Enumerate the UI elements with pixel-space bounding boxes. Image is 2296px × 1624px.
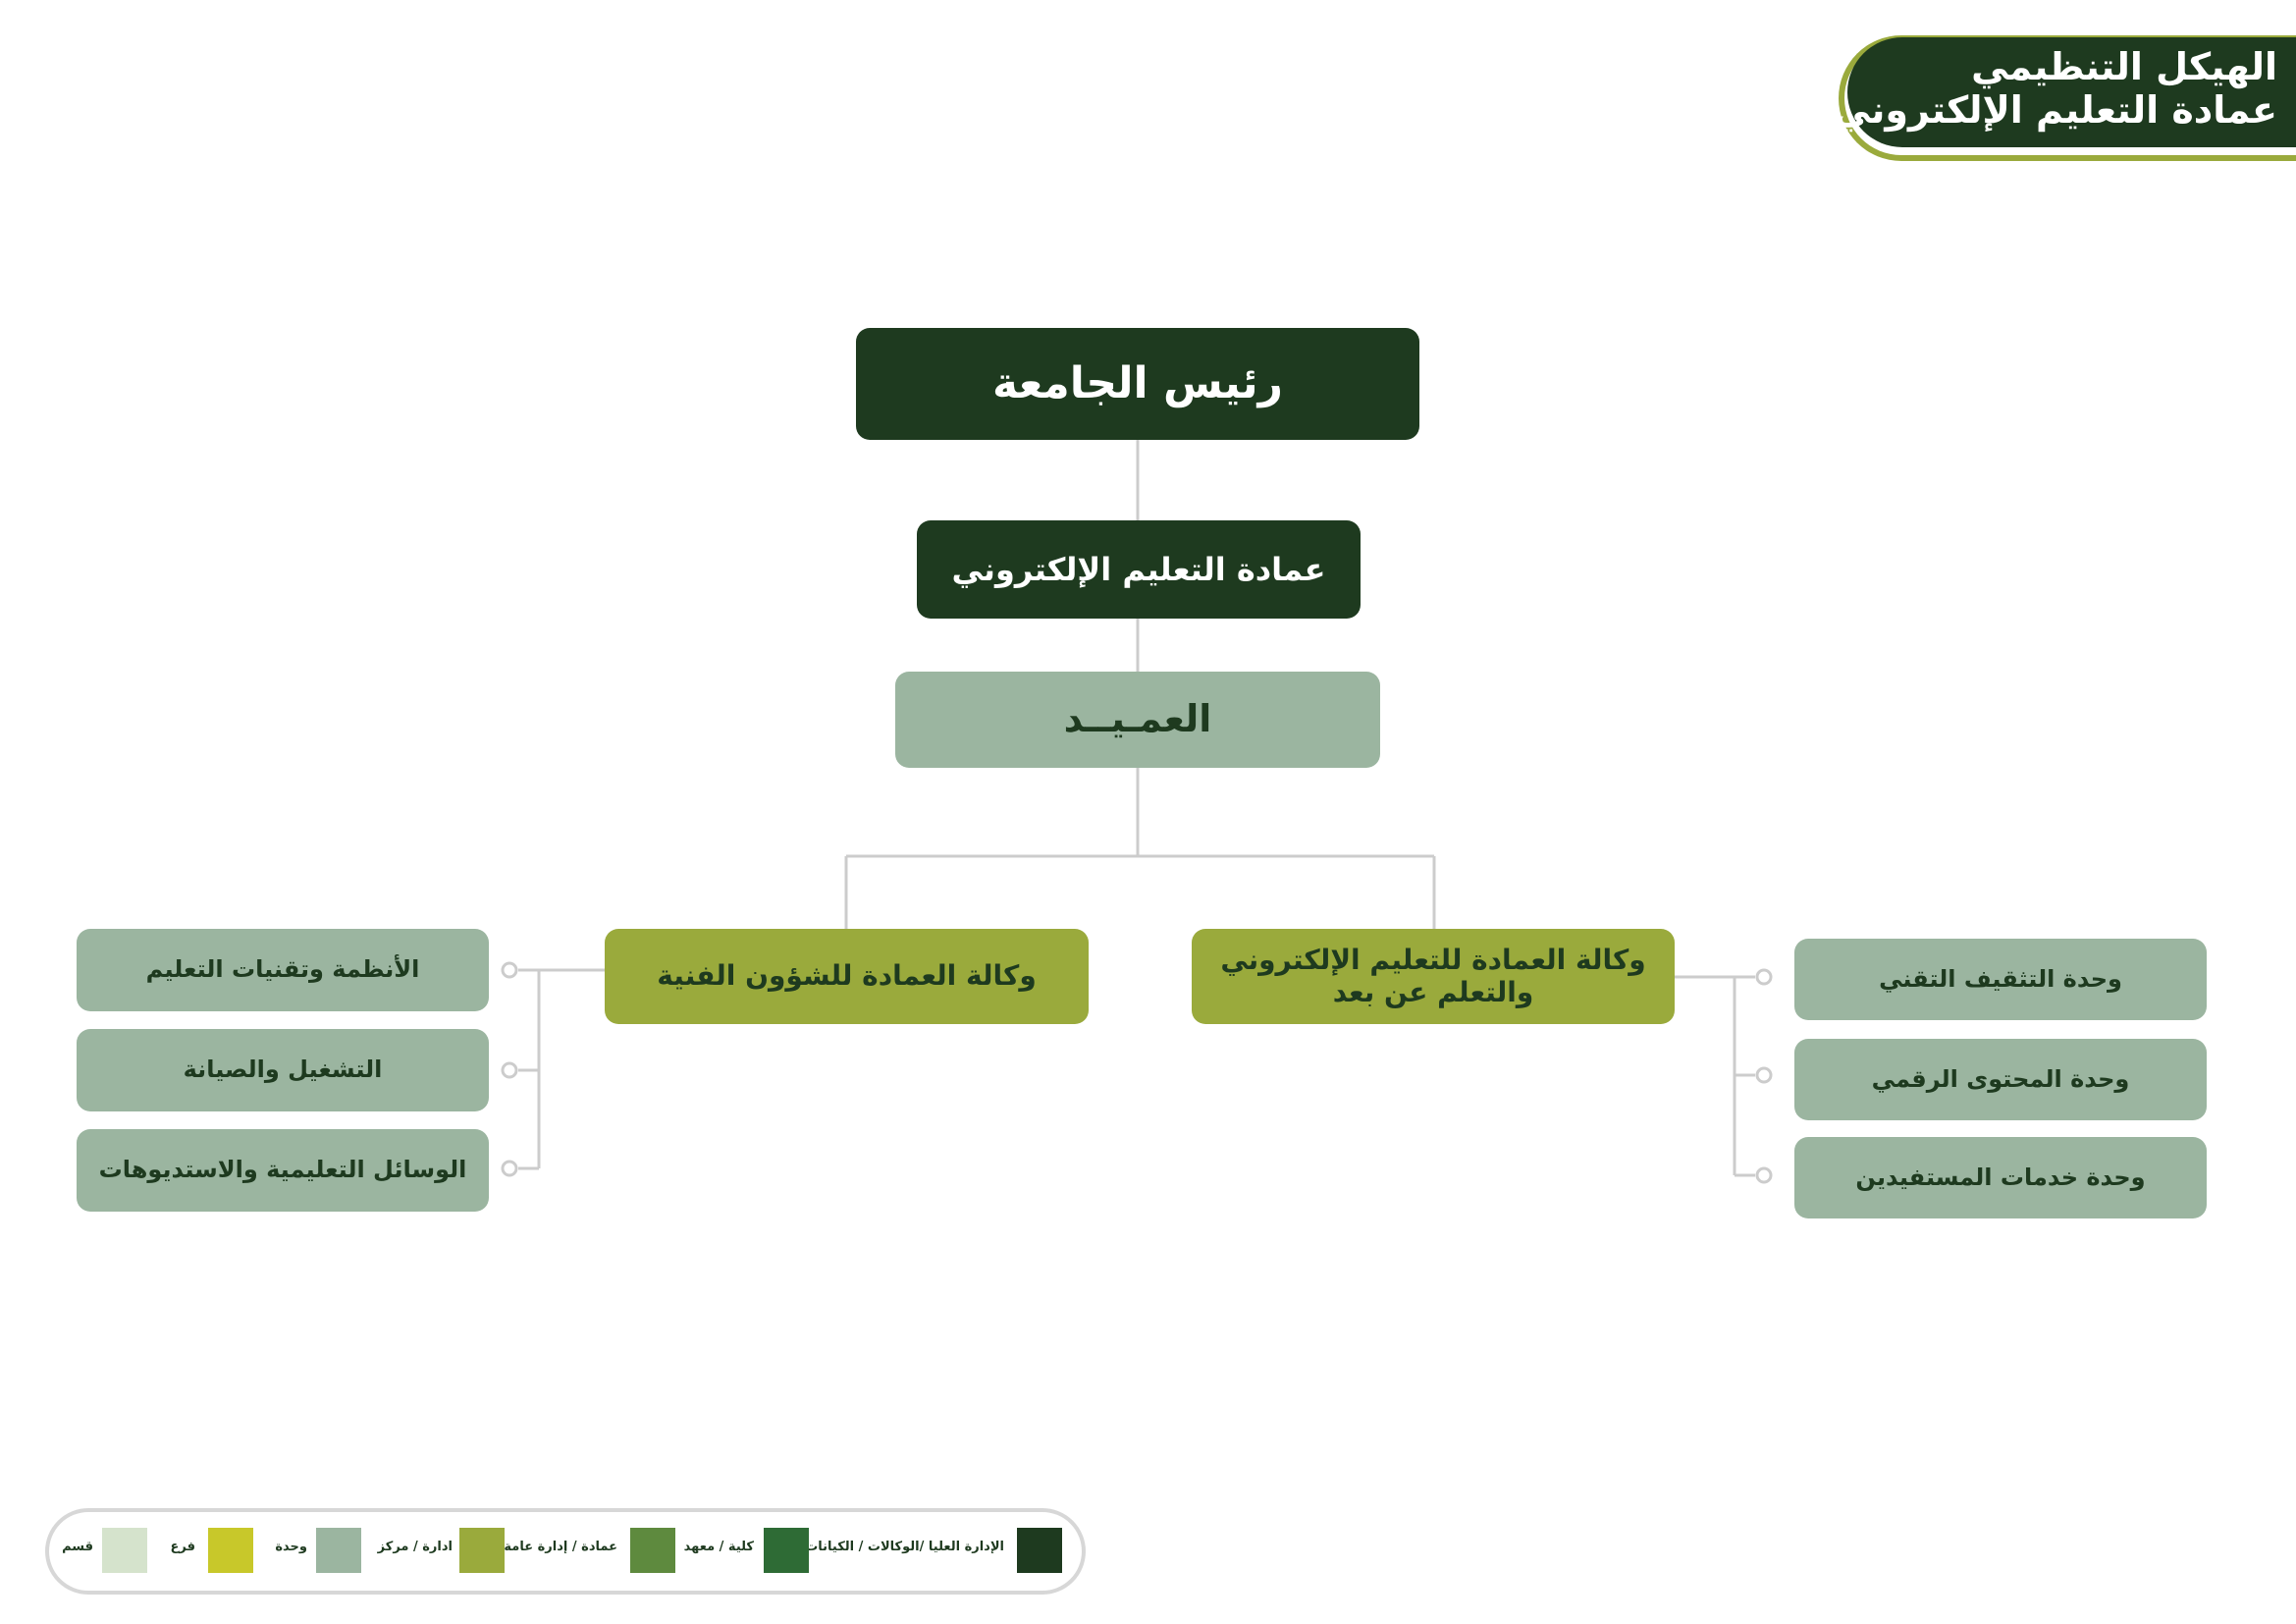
unit-label: وحدة المحتوى الرقمي [1871, 1064, 2130, 1093]
president-box: رئيس الجامعة [856, 328, 1419, 440]
legend-label: فرع [170, 1540, 195, 1554]
connector-node [501, 961, 518, 979]
connector-node [1755, 1066, 1773, 1084]
president-label: رئيس الجامعة [992, 357, 1283, 408]
dean-label: العمـيــد [1063, 697, 1212, 741]
page-title: الهيكل التنظيمي [1971, 45, 2277, 88]
unit-box-operations: التشغيل والصيانة [77, 1029, 489, 1111]
unit-box-systems: الأنظمة وتقنيات التعليم [77, 929, 489, 1011]
unit-box-digital-content: وحدة المحتوى الرقمي [1794, 1039, 2207, 1120]
legend-label: كلية / معهد [683, 1540, 754, 1554]
dean-box: العمـيــد [895, 672, 1380, 768]
legend-swatch [208, 1528, 253, 1573]
deanship-box: عمادة التعليم الإلكتروني [917, 520, 1361, 619]
deanship-label: عمادة التعليم الإلكتروني [951, 550, 1326, 588]
connector-node [1755, 1166, 1773, 1184]
legend-label: ادارة / مركز [377, 1540, 453, 1554]
legend-swatch [764, 1528, 809, 1573]
legend-swatch [459, 1528, 505, 1573]
vice-elearning-label-line1: وكالة العمادة للتعليم الإلكتروني [1220, 944, 1646, 977]
legend-label: وحدة [275, 1540, 307, 1554]
unit-label: التشغيل والصيانة [183, 1056, 383, 1084]
legend [45, 1508, 1086, 1595]
vice-elearning-box: وكالة العمادة للتعليم الإلكتروني والتعلم… [1192, 929, 1675, 1024]
legend-swatch [102, 1528, 147, 1573]
unit-box-tech-culture: وحدة التثقيف التقني [1794, 939, 2207, 1020]
unit-box-media: الوسائل التعليمية والاستديوهات [77, 1129, 489, 1212]
connector-node [501, 1160, 518, 1177]
vice-technical-label: وكالة العمادة للشؤون الفنية [657, 959, 1037, 993]
legend-label: عمادة / إدارة عامة [504, 1540, 617, 1554]
unit-box-beneficiary: وحدة خدمات المستفيدين [1794, 1137, 2207, 1218]
legend-label: قسم [62, 1540, 93, 1554]
unit-label: الأنظمة وتقنيات التعليم [145, 955, 420, 984]
legend-label: الإدارة العليا /الوكالات / الكيانات [805, 1540, 1004, 1554]
page-subtitle: عمادة التعليم الإلكتروني [1833, 88, 2277, 132]
connector-node [501, 1061, 518, 1079]
legend-swatch [316, 1528, 361, 1573]
unit-label: وحدة خدمات المستفيدين [1855, 1163, 2146, 1191]
legend-swatch [1017, 1528, 1062, 1573]
vice-technical-box: وكالة العمادة للشؤون الفنية [605, 929, 1089, 1024]
vice-elearning-label-line2: والتعلم عن بعد [1332, 975, 1534, 1008]
legend-swatch [630, 1528, 675, 1573]
title-badge: الهيكل التنظيمي عمادة التعليم الإلكتروني [1834, 37, 2296, 147]
connector-node [1755, 968, 1773, 986]
unit-label: وحدة التثقيف التقني [1879, 964, 2122, 993]
unit-label: الوسائل التعليمية والاستديوهات [98, 1156, 467, 1184]
